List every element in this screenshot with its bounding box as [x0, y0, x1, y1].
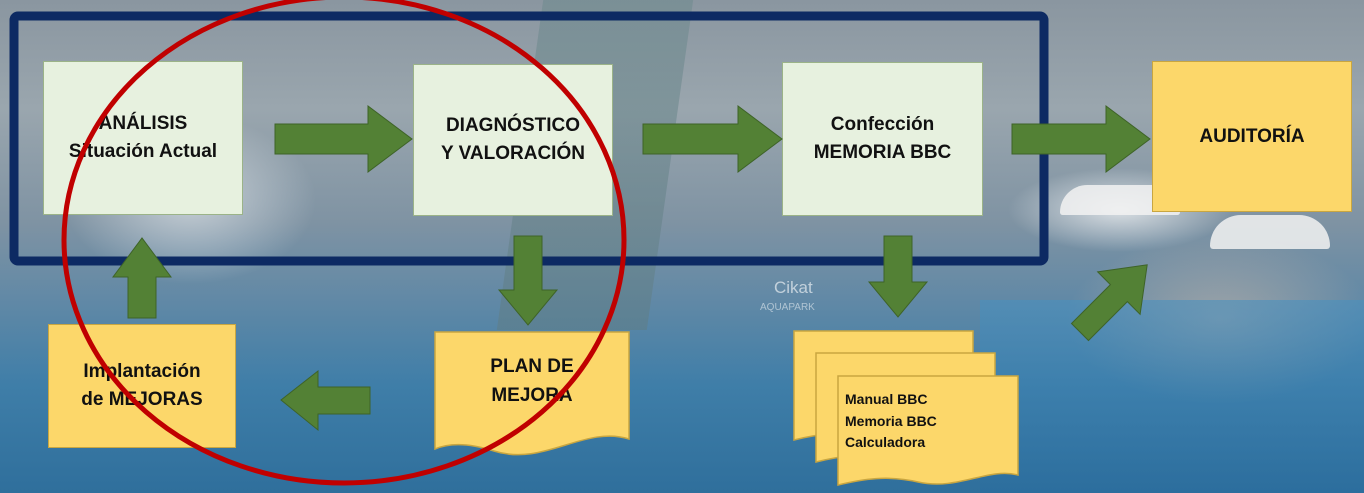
implantacion-box: Implantación de MEJORAS — [48, 324, 236, 448]
plan-line1: PLAN DE — [490, 356, 574, 377]
highlight-circle — [61, 0, 627, 486]
confeccion-line2: MEMORIA BBC — [813, 142, 952, 163]
arrow-right-icon — [1011, 105, 1151, 173]
auditoria-box: AUDITORÍA — [1152, 61, 1352, 212]
doc-line1: Manual BBC — [845, 391, 928, 407]
implantacion-line2: de MEJORAS — [81, 389, 203, 410]
auditoria-label: AUDITORÍA — [1199, 125, 1305, 147]
multidocument-shape — [793, 330, 1019, 486]
diagnostico-line2: Y VALORACIÓN — [441, 143, 585, 164]
arrow-right-icon — [642, 105, 783, 173]
analisis-line1: ANÁLISIS — [98, 113, 188, 135]
watermark-brand: Cikat — [774, 278, 813, 297]
diagnostico-line1: DIAGNÓSTICO — [445, 115, 581, 137]
confeccion-line1: Confección — [830, 114, 935, 136]
analisis-box: ANÁLISIS Situación Actual — [43, 61, 243, 215]
analisis-line2: Situación Actual — [68, 141, 218, 162]
background-pool-water — [980, 300, 1364, 493]
diagnostico-box: DIAGNÓSTICO Y VALORACIÓN — [413, 64, 613, 216]
arrow-right-icon — [274, 105, 413, 173]
doc-line3: Calculadora — [845, 434, 926, 451]
arrow-down-icon — [497, 235, 559, 326]
confeccion-box: Confección MEMORIA BBC — [782, 62, 983, 216]
memoria-documents-stack: Manual BBC Memoria BBC Calculadora — [793, 330, 1025, 492]
watermark-sub: AQUAPARK — [760, 302, 815, 313]
doc-line2: Memoria BBC — [845, 412, 937, 429]
document-shape — [434, 331, 630, 456]
arrow-diagonal-icon — [1070, 264, 1148, 342]
arrow-down-icon — [867, 235, 929, 318]
arrow-up-icon — [112, 237, 172, 319]
background-umbrella — [1210, 215, 1330, 249]
arrow-left-icon — [280, 369, 371, 432]
